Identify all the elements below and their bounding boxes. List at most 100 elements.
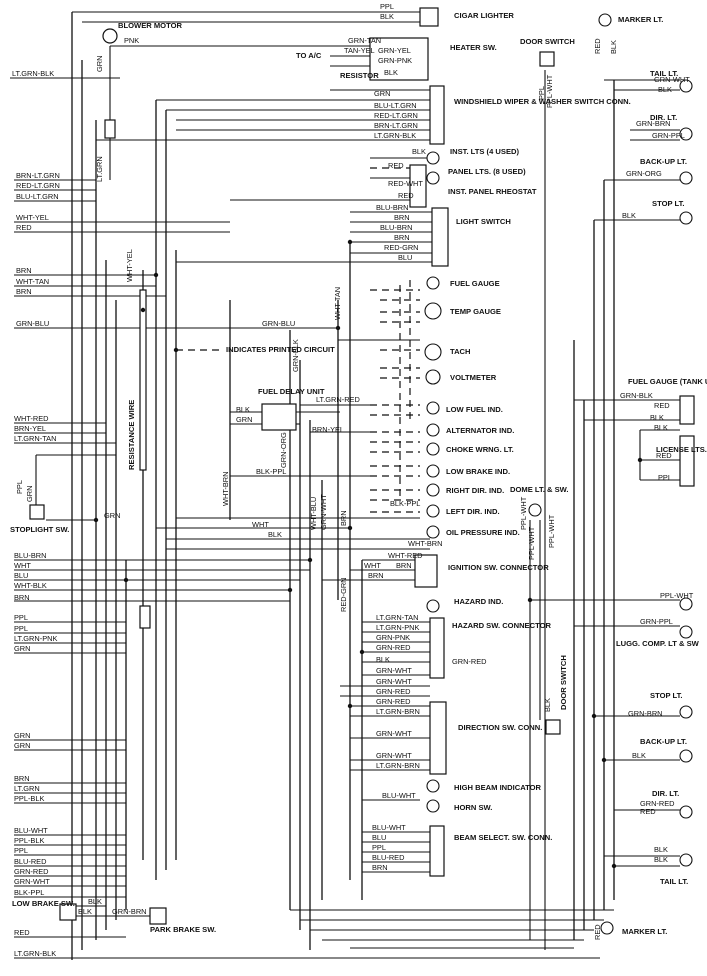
label-blower-motor: BLOWER MOTOR bbox=[118, 21, 182, 30]
wire-color-label: GRN-PNK bbox=[376, 633, 410, 642]
label-dir-lt-top: DIR. LT. bbox=[650, 113, 677, 122]
dome-light-symbol bbox=[528, 503, 542, 517]
wire-color-label: LT.GRN-PNK bbox=[14, 634, 57, 643]
wire-color-label: GRN bbox=[104, 511, 120, 520]
park-brake-switch-symbol bbox=[149, 907, 167, 925]
center-wires bbox=[35, 11, 614, 949]
wire-color-label: BRN bbox=[14, 593, 30, 602]
wire-color-label: GRN-RED bbox=[14, 867, 49, 876]
wire-color-label: WHT bbox=[364, 561, 381, 570]
wire-color-label: GRN-BRN bbox=[636, 119, 671, 128]
cigar-lighter-symbol bbox=[419, 7, 439, 27]
label-resistor: RESISTOR bbox=[340, 71, 379, 80]
wire-color-label: PPL bbox=[14, 624, 28, 633]
wire-color-label: BLU bbox=[14, 571, 28, 580]
wire-color-label: BLK bbox=[384, 68, 398, 77]
door-switch-bottom-symbol bbox=[545, 719, 561, 735]
wire-color-label: PPL bbox=[14, 613, 28, 622]
wire-color-label: BRN-LT.GRN bbox=[374, 121, 418, 130]
label-inst-lights: INST. LTS (4 USED) bbox=[450, 147, 520, 156]
wire-color-label: BLK bbox=[88, 897, 102, 906]
wire-color-label: BLK bbox=[654, 845, 668, 854]
wire-color-label: PPL bbox=[15, 480, 24, 494]
wire-color-label: RED bbox=[16, 223, 32, 232]
wire-color-label: PPL-WHT bbox=[527, 526, 536, 560]
wire-color-label: BLK-PPL bbox=[14, 888, 44, 897]
stoplight-switch-symbol bbox=[29, 504, 45, 520]
label-fuel-gauge: FUEL GAUGE bbox=[450, 279, 500, 288]
label-backup-lt-top: BACK-UP LT. bbox=[640, 157, 687, 166]
label-door-switch-bottom: DOOR SWITCH bbox=[559, 655, 568, 710]
wire-color-label: BLK bbox=[632, 751, 646, 760]
wire-color-label: GRN-ORG bbox=[626, 169, 662, 178]
label-oil-pressure: OIL PRESSURE IND. bbox=[446, 528, 520, 537]
label-low-brake-ind: LOW BRAKE IND. bbox=[446, 467, 510, 476]
wire-color-label: BRN bbox=[16, 266, 32, 275]
wire-color-label: BLU bbox=[398, 253, 412, 262]
beam-select-symbol bbox=[429, 825, 445, 877]
wire-color-label: GRN-PPL bbox=[640, 617, 673, 626]
wire-color-label: BLK bbox=[78, 907, 92, 916]
wire-color-label: WHT-RED bbox=[14, 414, 48, 423]
wire-color-label: BLK bbox=[268, 530, 282, 539]
wire-color-label: RED bbox=[593, 38, 602, 54]
wire-color-label: WHT-YEL bbox=[125, 249, 134, 282]
wiper-connector-symbol bbox=[429, 85, 445, 145]
wire-color-label: GRN-WHT bbox=[376, 729, 412, 738]
label-resistance-wire: RESISTANCE WIRE bbox=[127, 400, 136, 470]
wire-color-label: GRN-BLU bbox=[262, 319, 295, 328]
wire-color-label: RED bbox=[593, 924, 602, 940]
wire-color-label: WHT bbox=[14, 561, 31, 570]
wire-color-label: BRN bbox=[368, 571, 384, 580]
wire-color-label: BRN bbox=[394, 233, 410, 242]
label-fuel-delay: FUEL DELAY UNIT bbox=[258, 387, 325, 396]
resistance-wire-symbol bbox=[139, 289, 147, 471]
wire-color-label: BRN bbox=[16, 287, 32, 296]
label-park-brake: PARK BRAKE SW. bbox=[150, 925, 216, 934]
wire-color-label: BLU-RED bbox=[14, 857, 46, 866]
wire-color-label: GRN-PPL bbox=[652, 131, 685, 140]
label-tail-lt-top: TAIL LT. bbox=[650, 69, 678, 78]
wire-color-label: GRN bbox=[374, 89, 390, 98]
wire-color-label: LT.GRN-BRN bbox=[376, 707, 420, 716]
wire-color-label: GRN-BLK bbox=[291, 339, 300, 372]
wire-color-label: LT.GRN-TAN bbox=[376, 613, 418, 622]
hazard-connector-symbol bbox=[429, 617, 445, 679]
wire-color-label: GRN-RED bbox=[640, 799, 675, 808]
wire-color-label: GRN-WHT bbox=[376, 666, 412, 675]
label-heater-switch: HEATER SW. bbox=[450, 43, 497, 52]
label-stop-lt-top: STOP LT. bbox=[652, 199, 685, 208]
wire-color-label: BRN bbox=[14, 774, 30, 783]
wire-color-label: GRN-RED bbox=[376, 697, 411, 706]
wire-color-label: PPL-WHT bbox=[660, 591, 694, 600]
label-horn-switch: HORN SW. bbox=[454, 803, 492, 812]
label-low-brake-switch: LOW BRAKE SW. bbox=[12, 899, 75, 908]
rheostat-symbol bbox=[409, 164, 427, 208]
blower-motor-symbol bbox=[102, 28, 118, 44]
wire-color-label: BLK bbox=[654, 855, 668, 864]
label-door-switch-top: DOOR SWITCH bbox=[520, 37, 575, 46]
wire-color-label: LT.GRN bbox=[95, 156, 104, 182]
wire-color-label: PPL bbox=[658, 473, 672, 482]
wire-color-label: RED-LT.GRN bbox=[16, 181, 60, 190]
wire-color-label: BLU bbox=[372, 833, 386, 842]
label-stoplight-switch: STOPLIGHT SW. bbox=[10, 525, 69, 534]
label-license-lights: LICENSE LTS. bbox=[656, 445, 707, 454]
wire-color-label: GRN-WHT bbox=[14, 877, 50, 886]
wire-color-label: WHT-BLK bbox=[14, 581, 47, 590]
wire-color-label: RED-GRN bbox=[384, 243, 419, 252]
tank-unit-symbol bbox=[679, 395, 695, 425]
wire-color-label: BLK-PPL bbox=[256, 467, 286, 476]
wire-color-label: BRN-YEL bbox=[14, 424, 46, 433]
wire-color-label: LT.GRN-TAN bbox=[14, 434, 56, 443]
wire-color-label: BLK bbox=[622, 211, 636, 220]
low-brake-switch-symbol bbox=[59, 903, 77, 921]
label-choke: CHOKE WRNG. LT. bbox=[446, 445, 514, 454]
wire-color-label: BLU-LT.GRN bbox=[16, 192, 59, 201]
label-wiper-switch: WINDSHIELD WIPER & WASHER SWITCH CONN. bbox=[454, 97, 631, 106]
wire-color-label: BLK bbox=[380, 12, 394, 21]
wire-color-label: LT.GRN bbox=[14, 784, 40, 793]
label-backup-lt-bottom: BACK-UP LT. bbox=[640, 737, 687, 746]
